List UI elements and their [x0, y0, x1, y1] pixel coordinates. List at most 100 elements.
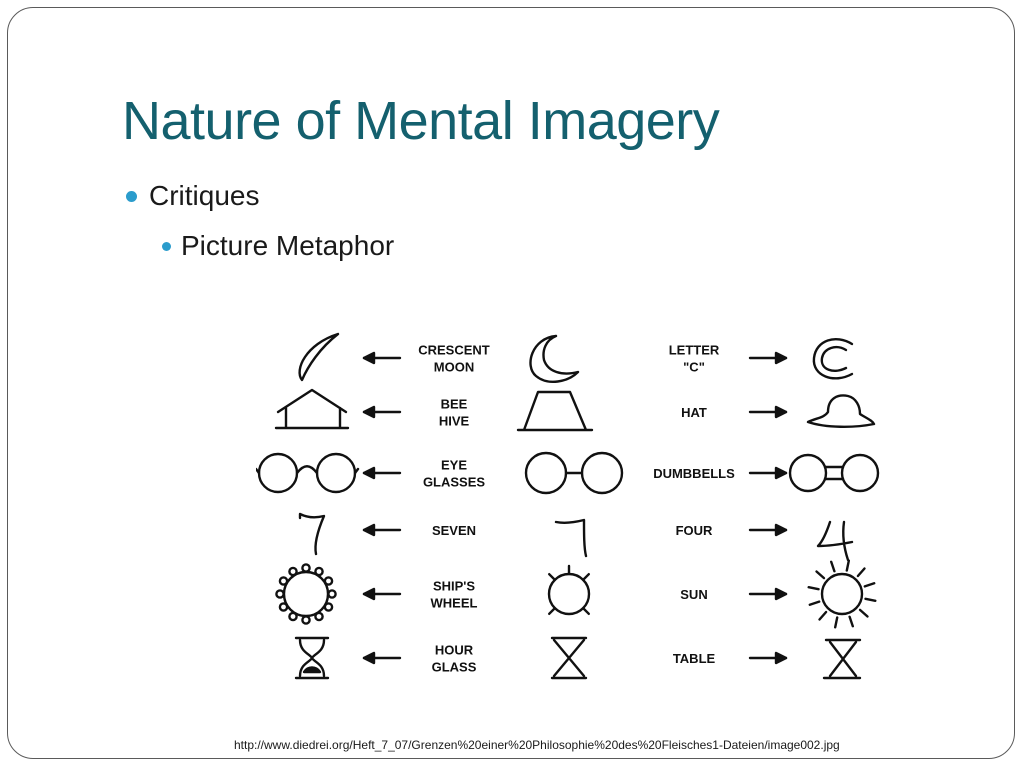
shape [315, 452, 357, 494]
spoke [581, 572, 590, 582]
knob [314, 566, 324, 577]
hour-glass-icon [294, 636, 330, 680]
ambiguous-glasses-icon [524, 451, 624, 495]
arrow-right-icon [748, 523, 788, 537]
knob [288, 611, 298, 622]
bullet-level2: Picture Metaphor [162, 230, 394, 262]
ships-wheel-icon [275, 563, 337, 625]
ray [818, 610, 828, 621]
shape [529, 334, 580, 383]
shape [823, 465, 845, 481]
spoke [548, 572, 557, 582]
arrow-head [362, 523, 376, 537]
hat-icon [806, 394, 876, 428]
table-icon [822, 638, 862, 680]
ambiguous-seven-icon [554, 518, 588, 558]
knob [275, 589, 285, 599]
knob [278, 576, 289, 586]
figure-label-left: CRESCENT [418, 343, 490, 358]
knob [327, 589, 337, 599]
shape [554, 518, 588, 558]
arrow-right-icon [748, 651, 788, 665]
knob [314, 611, 324, 622]
knob [323, 602, 334, 612]
spoke [548, 606, 557, 615]
ambiguous-trapezoid-icon [516, 390, 594, 432]
arrow-right-icon [748, 351, 788, 365]
letter-c-icon [812, 338, 854, 380]
bullet-dot-icon [162, 241, 171, 251]
knob [301, 615, 311, 625]
bullet-level2-text: Picture Metaphor [181, 230, 395, 261]
shape [550, 636, 588, 680]
ambiguous-hourglass-icon [550, 636, 588, 680]
slide-frame: Nature of Mental Imagery Critiques Pictu… [7, 7, 1015, 759]
figure-label-right: LETTER [669, 343, 720, 358]
figure-label-right: TABLE [673, 651, 716, 666]
ray [815, 570, 826, 580]
figure-label-left: WHEEL [431, 596, 478, 611]
knob [323, 576, 334, 586]
shape [816, 520, 854, 562]
figure-label-right: "C" [683, 360, 705, 375]
arrow-left-icon [362, 405, 402, 419]
arrow-right-icon [748, 587, 788, 601]
source-url: http://www.diedrei.org/Heft_7_07/Grenzen… [234, 738, 840, 752]
spoke [581, 606, 590, 615]
arrow-head [774, 405, 788, 419]
ambiguous-wheel-icon [547, 564, 591, 616]
shape [822, 638, 862, 680]
ambiguous-crescent-icon [529, 334, 580, 383]
shape [282, 570, 330, 618]
figure-label-left: SHIP'S [433, 579, 475, 594]
dumbbells-icon [788, 453, 880, 493]
ray [830, 560, 836, 573]
ray [845, 559, 850, 572]
ray [808, 600, 821, 606]
arrow-right-icon [748, 466, 788, 480]
ray [807, 586, 820, 591]
figure-label-left: GLASS [432, 660, 477, 675]
arrow-head [774, 587, 788, 601]
ray [864, 597, 877, 602]
ray [863, 582, 876, 588]
arrow-right-icon [748, 405, 788, 419]
figure-label-right: SUN [680, 587, 707, 602]
shape [294, 636, 330, 680]
bullet-level1: Critiques [126, 180, 259, 212]
arrow-left-icon [362, 523, 402, 537]
eye-glasses-icon [256, 452, 360, 494]
arrow-head [362, 587, 376, 601]
sand [302, 666, 322, 674]
shape [806, 394, 876, 428]
shape [298, 332, 340, 382]
ray [834, 616, 839, 629]
sun-icon [807, 559, 877, 629]
figure-label-left: HOUR [435, 643, 474, 658]
arrow-head [774, 523, 788, 537]
shape [580, 451, 624, 495]
ray [858, 608, 869, 618]
figure-drawing: CRESCENTMOONLETTER"C"BEEHIVEHATEYEGLASSE… [256, 332, 880, 680]
crescent-moon-icon [298, 332, 340, 382]
four-icon [816, 520, 854, 562]
shape [812, 338, 854, 380]
ray [848, 615, 854, 628]
shape [820, 572, 864, 616]
arrow-left-icon [362, 351, 402, 365]
figure-label-left: SEVEN [432, 523, 476, 538]
arrow-head [774, 651, 788, 665]
figure-label-right: DUMBBELLS [653, 466, 735, 481]
arrow-left-icon [362, 466, 402, 480]
knob [278, 602, 289, 612]
ray [856, 567, 866, 578]
knob [301, 563, 311, 573]
shape [257, 452, 299, 494]
arrow-head [362, 351, 376, 365]
figure-label-right: HAT [681, 405, 707, 420]
figure-label-left: MOON [434, 360, 474, 375]
figure-label-right: FOUR [676, 523, 713, 538]
shape [274, 388, 350, 430]
knob [288, 566, 298, 577]
